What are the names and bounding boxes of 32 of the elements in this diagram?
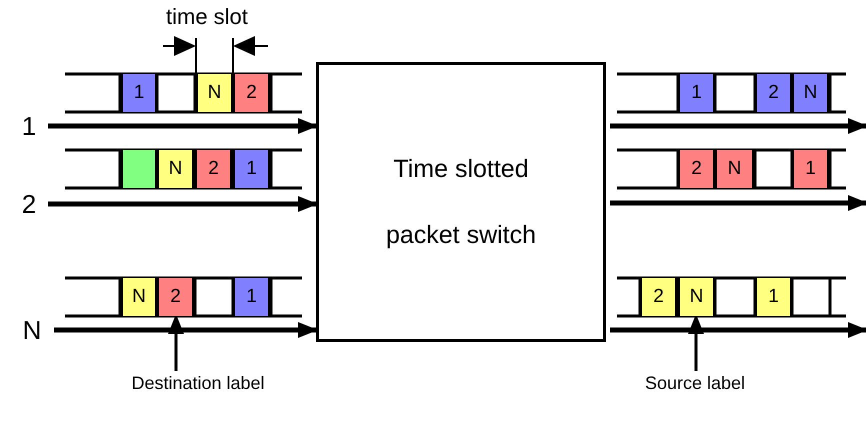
callout-label: Source label (620, 371, 770, 395)
arrow (54, 322, 318, 338)
port-number: N (14, 314, 50, 346)
packet-slot: N (120, 278, 158, 316)
packet-slot: 1 (232, 278, 271, 316)
port-number: 1 (14, 110, 44, 142)
packet-slot: N (791, 74, 830, 112)
switch-title: Time slotted packet switch (384, 154, 538, 251)
callout-label: Destination label (96, 371, 300, 395)
packet-slot: 1 (754, 278, 793, 316)
packet-slot: 2 (156, 278, 195, 316)
arrow (610, 322, 866, 338)
dimension-label: time slot (166, 4, 248, 30)
arrow (48, 118, 318, 134)
packet-slot: 2 (677, 150, 716, 188)
packet-slot: N (195, 74, 234, 112)
packet-slot: N (714, 150, 755, 188)
arrow (610, 118, 866, 134)
packet-slot: 2 (754, 74, 793, 112)
packet-slot: 1 (232, 150, 271, 188)
port-number: 2 (14, 188, 44, 220)
packet-slot: 2 (232, 74, 271, 112)
packet-switch-box (316, 62, 606, 342)
packet-slot: 1 (791, 150, 830, 188)
arrow (48, 196, 318, 212)
packet-slot: 2 (194, 150, 233, 188)
packet-slot: N (677, 278, 716, 316)
packet-slot: 2 (639, 278, 678, 316)
packet-slot: 1 (677, 74, 716, 112)
arrow (610, 195, 866, 211)
packet-slot: N (156, 150, 195, 188)
packet-slot: 1 (120, 74, 158, 112)
